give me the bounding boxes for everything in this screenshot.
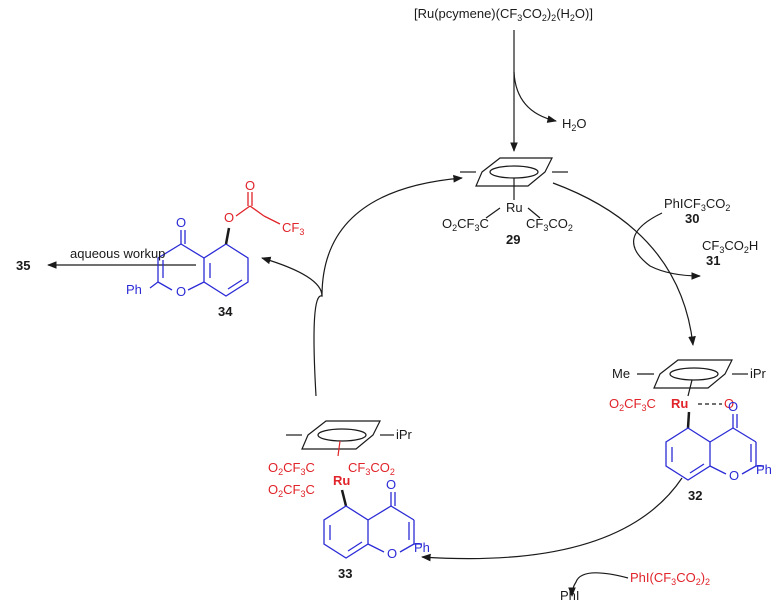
chromone-32: [665, 411, 764, 481]
svg-text:O: O: [176, 215, 186, 230]
svg-text:O2CF3C: O2CF3C: [268, 460, 315, 477]
water-release-arrow: [513, 71, 557, 123]
oxidant-in-arrow: [568, 572, 629, 597]
cycle-arrows: [47, 30, 701, 597]
label-30: 30: [685, 211, 699, 226]
svg-text:O: O: [224, 210, 234, 225]
product-31-formula: CF3CO2H: [702, 238, 758, 255]
water-label: H2O: [562, 116, 587, 133]
svg-text:O: O: [729, 468, 739, 483]
svg-text:iPr: iPr: [750, 366, 767, 381]
svg-text:iPr: iPr: [396, 427, 413, 442]
svg-text:CF3CO2: CF3CO2: [526, 216, 573, 233]
chromone-34: [149, 230, 249, 297]
reagent-30-formula: PhICF3CO2: [664, 196, 730, 213]
reagent-30-in-arrow: [633, 212, 701, 280]
svg-text:Ru: Ru: [506, 200, 523, 215]
svg-text:O: O: [724, 396, 734, 411]
svg-text:O2CF3C: O2CF3C: [268, 482, 315, 499]
arrow-33-to-34: [261, 256, 323, 397]
workup-label: aqueous workup: [70, 246, 165, 261]
label-29: 29: [506, 232, 520, 247]
svg-text:Ph: Ph: [126, 282, 142, 297]
label-31: 31: [706, 253, 720, 268]
compound-34: O O O CF3 O Ph 34: [126, 178, 304, 319]
label-35: 35: [16, 258, 30, 273]
svg-text:O2CF3C: O2CF3C: [442, 216, 489, 233]
arrow-34-to-29: [321, 174, 463, 297]
svg-text:O: O: [387, 546, 397, 561]
svg-text:O: O: [245, 178, 255, 193]
svg-text:Ru: Ru: [671, 396, 688, 411]
svg-text:O: O: [176, 284, 186, 299]
svg-text:Ru: Ru: [333, 473, 350, 488]
ru-precursor-formula: [Ru(pcymene)(CF3CO2)2(H2O)]: [414, 6, 593, 23]
svg-text:O: O: [386, 477, 396, 492]
svg-text:O: O: [728, 399, 738, 414]
svg-text:CF3: CF3: [282, 220, 304, 237]
svg-text:CF3CO2: CF3CO2: [348, 460, 395, 477]
arrow-29-to-32: [552, 182, 696, 346]
svg-text:Me: Me: [612, 366, 630, 381]
complex-33: iPr O2CF3C CF3CO2 O2CF3C Ru O O Ph: [268, 420, 430, 581]
label-32: 32: [688, 488, 702, 503]
svg-text:Ph: Ph: [756, 462, 772, 477]
chromone-33: [323, 489, 422, 559]
svg-text:O2CF3C: O2CF3C: [609, 396, 656, 413]
arene-29: [460, 157, 568, 219]
iodobenzene-label: PhI: [560, 588, 580, 603]
complex-32: Me iPr O2CF3C Ru O: [609, 359, 772, 503]
svg-text:Ph: Ph: [414, 540, 430, 555]
label-33: 33: [338, 566, 352, 581]
label-34: 34: [218, 304, 233, 319]
complex-29: Ru O2CF3C CF3CO2 29: [442, 157, 573, 247]
arrow-32-to-33: [421, 477, 683, 562]
oxidant-formula: PhI(CF3CO2)2: [630, 570, 710, 587]
